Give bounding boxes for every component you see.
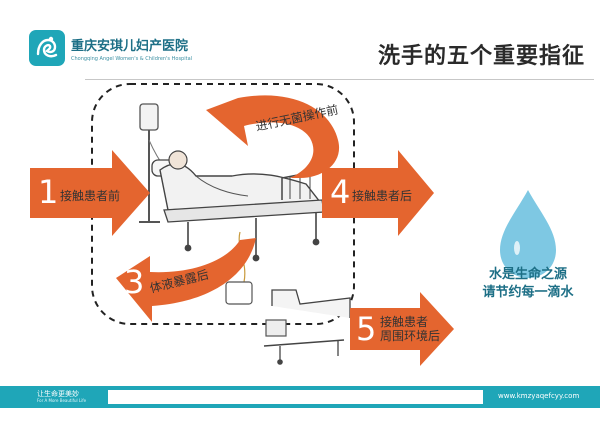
slogan-line2: 请节约每一滴水 (482, 285, 574, 300)
arrow-1-number: 1 (38, 173, 59, 211)
page-title: 洗手的五个重要指征 (377, 44, 585, 69)
logo-english-name: Chongqing Angel Women's & Children's Hos… (71, 55, 193, 62)
arrow-4-label: 接触患者后 (352, 189, 413, 203)
arrow-2-shape (206, 95, 340, 178)
title-divider (85, 79, 594, 80)
arrow-5-label: 接触患者 周围环境后 (380, 315, 440, 343)
footer-white-band (108, 390, 483, 404)
hospital-bed-illustration (151, 150, 325, 305)
footer-url[interactable]: www.kmzyaqefcyy.com (498, 392, 580, 400)
arrow-4-number: 4 (330, 173, 351, 211)
hospital-logo: 重庆安琪儿妇产医院 Chongqing Angel Women's & Chil… (29, 30, 192, 66)
arrow-1-shape (30, 150, 150, 236)
patient-surroundings-bed (263, 289, 351, 365)
arrow-2-number: 2 (220, 132, 241, 170)
footer-slogan-en: For A More Beautiful Life (37, 398, 87, 403)
arrow-4-shape (322, 150, 434, 236)
arrow-5-label-line2: 周围环境后 (380, 329, 441, 343)
hospital-logo-icon (29, 30, 65, 66)
arrow-5-number: 5 (356, 310, 377, 348)
slogan-line1: 水是生命之源 (488, 267, 567, 282)
logo-chinese-name: 重庆安琪儿妇产医院 (71, 38, 189, 54)
arrow-5-label-line1: 接触患者 (380, 315, 429, 329)
arrow-1-label: 接触患者前 (60, 189, 121, 203)
footer-slogan: 让生命更美妙 (37, 390, 79, 398)
arrow-3-number: 3 (124, 263, 145, 301)
arrow-3-shape (116, 238, 256, 322)
water-saving-slogan: 水是生命之源 请节约每一滴水 (468, 266, 588, 302)
water-drop-icon (500, 190, 556, 278)
arrow-5-shape (350, 292, 454, 366)
footer-bar: 让生命更美妙 For A More Beautiful Life www.kmz… (0, 386, 613, 408)
